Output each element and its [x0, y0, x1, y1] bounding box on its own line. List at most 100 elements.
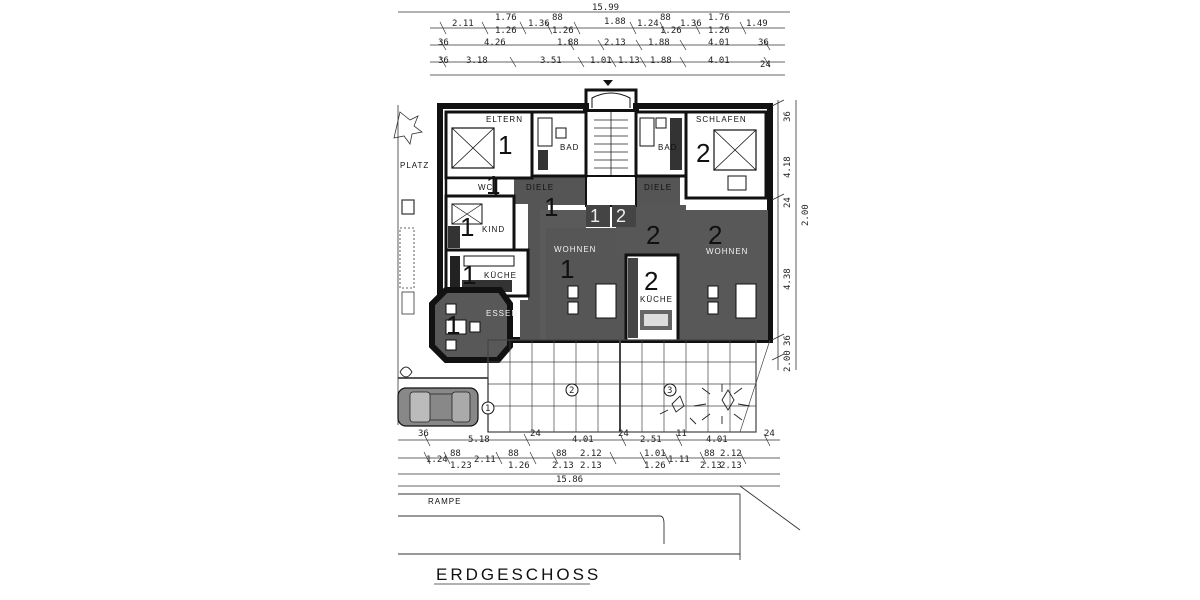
label-wc: WC	[478, 183, 493, 192]
svg-text:1: 1	[560, 254, 574, 284]
svg-text:3: 3	[667, 386, 672, 396]
svg-text:11: 11	[676, 429, 687, 439]
svg-text:1.88: 1.88	[604, 17, 626, 27]
svg-text:24: 24	[764, 429, 775, 439]
right-dimension-block	[771, 99, 797, 370]
svg-text:1.24: 1.24	[637, 19, 659, 29]
svg-text:1.36: 1.36	[528, 19, 550, 29]
building	[429, 88, 773, 363]
label-bad-1: BAD	[560, 143, 579, 152]
svg-text:88: 88	[552, 13, 563, 23]
svg-text:2.13: 2.13	[700, 461, 722, 471]
svg-text:1.49: 1.49	[746, 19, 768, 29]
svg-text:1.26: 1.26	[644, 461, 666, 471]
svg-text:1.36: 1.36	[680, 19, 702, 29]
svg-text:4.01: 4.01	[708, 56, 730, 66]
dim-bottom-row1: 36 5.18 24 4.01 24 2.51 11 4.01 24	[418, 429, 775, 445]
svg-text:24: 24	[618, 429, 629, 439]
svg-text:1: 1	[498, 130, 512, 160]
svg-text:2.13: 2.13	[720, 461, 742, 471]
svg-text:36: 36	[758, 38, 769, 48]
svg-text:1.88: 1.88	[557, 38, 579, 48]
svg-text:1.26: 1.26	[708, 26, 730, 36]
svg-text:2.12: 2.12	[580, 449, 602, 459]
terrace-grid	[487, 339, 771, 433]
svg-text:24: 24	[783, 197, 793, 208]
dim-top-row1: 2.11 1.76 1.26 1.36 88 1.26 1.88 1.24 88…	[452, 13, 768, 36]
top-dimension-block	[398, 11, 790, 76]
svg-text:1: 1	[485, 404, 490, 414]
svg-text:88: 88	[704, 449, 715, 459]
svg-text:2: 2	[696, 138, 710, 168]
left-neighbour-area	[393, 105, 423, 425]
svg-text:1.26: 1.26	[508, 461, 530, 471]
svg-text:2.00: 2.00	[783, 350, 793, 372]
svg-text:1: 1	[486, 170, 500, 200]
svg-text:2: 2	[616, 206, 626, 226]
svg-text:24: 24	[530, 429, 541, 439]
svg-text:1.88: 1.88	[648, 38, 670, 48]
svg-text:2: 2	[708, 220, 722, 250]
svg-text:2.51: 2.51	[640, 435, 662, 445]
label-platz: PLATZ	[400, 161, 429, 170]
ramp-area	[398, 485, 801, 560]
label-diele-2: DIELE	[644, 183, 672, 192]
label-wohnen-2: WOHNEN	[706, 247, 748, 256]
svg-text:1: 1	[460, 212, 474, 242]
svg-text:2.11: 2.11	[474, 455, 496, 465]
label-bad-2: BAD	[658, 143, 677, 152]
svg-text:2: 2	[644, 266, 658, 296]
svg-text:1.26: 1.26	[660, 26, 682, 36]
svg-text:2.13: 2.13	[552, 461, 574, 471]
arrow-icon	[603, 80, 613, 86]
svg-text:1.26: 1.26	[552, 26, 574, 36]
svg-text:3.18: 3.18	[466, 56, 488, 66]
svg-text:1.23: 1.23	[450, 461, 472, 471]
svg-text:4.26: 4.26	[484, 38, 506, 48]
svg-text:1.24: 1.24	[426, 455, 448, 465]
drawing-title: ERDGESCHOSS	[436, 565, 601, 584]
label-kind: KIND	[482, 225, 505, 234]
svg-text:36: 36	[438, 38, 449, 48]
label-kueche-1: KÜCHE	[484, 271, 517, 280]
svg-text:1.76: 1.76	[708, 13, 730, 23]
svg-text:1: 1	[544, 192, 558, 222]
dim-bottom-row2: 1.24 88 1.23 2.11 88 1.26 88 2.13 2.12 2…	[426, 449, 742, 471]
svg-text:1: 1	[590, 206, 600, 226]
svg-text:1.13: 1.13	[618, 56, 640, 66]
svg-text:2.13: 2.13	[580, 461, 602, 471]
svg-text:36: 36	[783, 335, 793, 346]
label-essen: ESSEN	[486, 309, 518, 318]
svg-text:1.88: 1.88	[650, 56, 672, 66]
svg-text:3.51: 3.51	[540, 56, 562, 66]
svg-text:1.76: 1.76	[495, 13, 517, 23]
svg-text:4.38: 4.38	[783, 268, 793, 290]
svg-text:1.26: 1.26	[495, 26, 517, 36]
label-rampe: RAMPE	[428, 497, 461, 506]
svg-text:2.11: 2.11	[452, 19, 474, 29]
svg-text:36: 36	[418, 429, 429, 439]
svg-text:2.13: 2.13	[604, 38, 626, 48]
svg-text:1.01: 1.01	[644, 449, 666, 459]
position-markers: 1 2 3	[481, 383, 677, 415]
svg-text:4.01: 4.01	[572, 435, 594, 445]
label-wohnen-1: WOHNEN	[554, 245, 596, 254]
svg-text:88: 88	[556, 449, 567, 459]
unit-numbers: 1 2 1 1 1 1 2 2 2 1 2 1 1	[446, 130, 722, 340]
car-icon	[397, 387, 479, 427]
svg-text:1: 1	[462, 260, 476, 290]
svg-text:1.01: 1.01	[590, 56, 612, 66]
label-kueche-2: KÜCHE	[640, 295, 673, 304]
label-eltern: ELTERN	[486, 115, 523, 124]
plant-icon	[399, 366, 751, 425]
svg-text:36: 36	[783, 111, 793, 122]
label-diele-1: DIELE	[526, 183, 554, 192]
bottom-dimension-block	[398, 433, 780, 487]
dim-top-overall: 15.99	[592, 3, 619, 13]
svg-text:4.01: 4.01	[706, 435, 728, 445]
svg-text:88: 88	[660, 13, 671, 23]
svg-text:24: 24	[760, 60, 771, 70]
dim-right: 36 4.18 24 2.00 4.38 36 2.00	[783, 111, 811, 372]
dim-top-row3: 36 3.18 3.51 1.01 1.13 1.88 4.01 24	[438, 56, 771, 70]
